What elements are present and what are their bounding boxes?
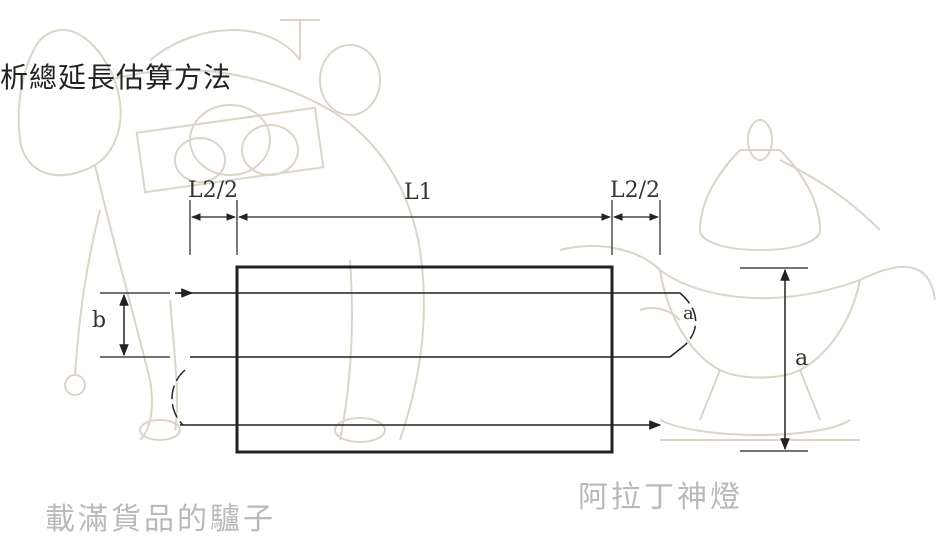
donkey-caption: 載滿貨品的驢子 xyxy=(45,502,276,537)
label-a: a xyxy=(795,346,809,371)
lamp-caption: 阿拉丁神燈 xyxy=(578,480,743,515)
left-turn-curve xyxy=(171,369,186,426)
donkey-sketch xyxy=(17,19,425,443)
label-l2-half-right: L2/2 xyxy=(610,178,661,203)
right-turn-curve-top xyxy=(679,292,697,346)
label-l1: L1 xyxy=(404,180,433,205)
lamp-sketch xyxy=(559,119,936,441)
page-title: 析總延長估算方法 xyxy=(0,61,233,94)
main-rectangle xyxy=(235,265,614,454)
right-turn-curve-mid xyxy=(669,344,686,358)
lamp-mark: a xyxy=(683,303,694,324)
label-b: b xyxy=(92,308,107,333)
label-l2-half-left: L2/2 xyxy=(188,178,239,203)
